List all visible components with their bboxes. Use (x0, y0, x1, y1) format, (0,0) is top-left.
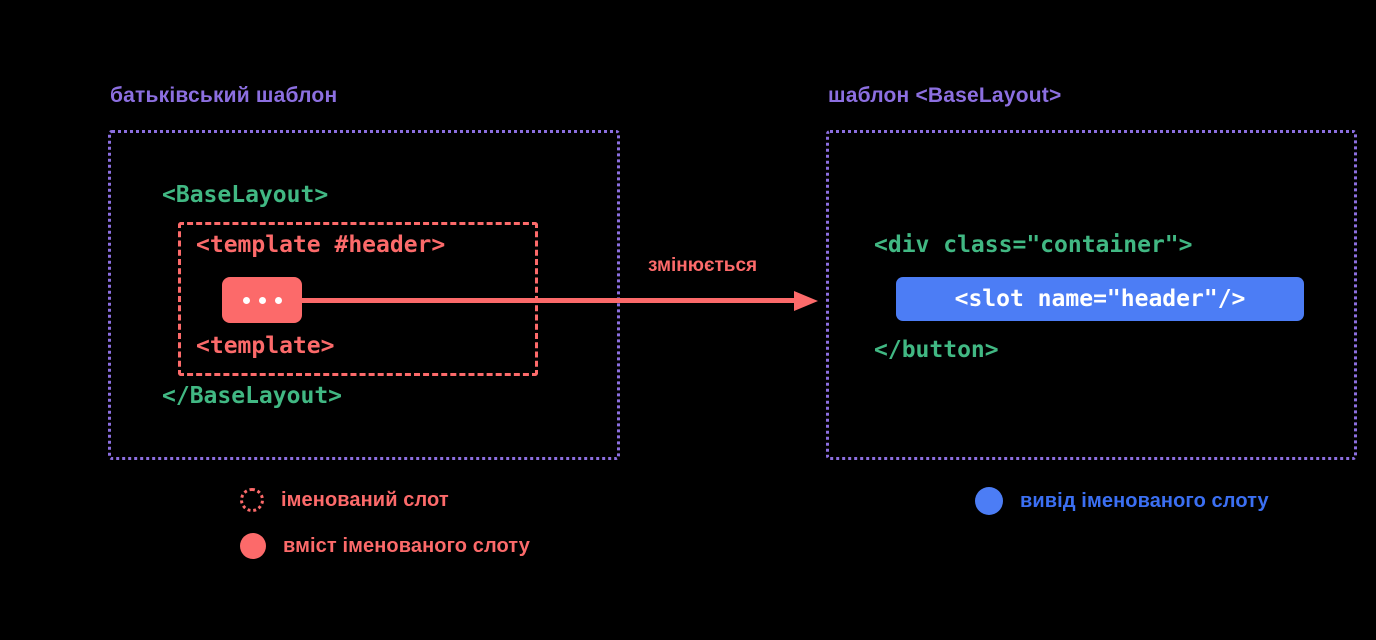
ellipsis-dot-2 (258, 296, 266, 304)
legend-item-slot-output: вивід іменованого слоту (975, 487, 1269, 515)
left-panel-title: батьківський шаблон (110, 84, 338, 107)
legend-item-slot-content: вміст іменованого слоту (240, 533, 530, 559)
slot-output-chip: <slot name="header"/> (896, 277, 1304, 321)
arrow-line (300, 298, 798, 303)
transfer-arrow (300, 291, 820, 311)
code-line-div-open: <div class="container"> (874, 232, 1193, 258)
slot-output-chip-label: <slot name="header"/> (954, 286, 1246, 312)
code-line-baselayout-open: <BaseLayout> (162, 182, 329, 208)
code-line-baselayout-close: </BaseLayout> (162, 383, 343, 409)
filled-blue-circle-icon (975, 487, 1003, 515)
legend-item-named-slot: іменований слот (240, 488, 449, 512)
ellipsis-dot-1 (242, 296, 250, 304)
filled-circle-icon (240, 533, 266, 559)
arrow-head-icon (794, 291, 818, 311)
code-line-button-close: </button> (874, 337, 999, 363)
code-line-template-close: <template> (196, 333, 335, 359)
dotted-circle-icon (240, 488, 264, 512)
arrow-label: змінюється (648, 255, 758, 276)
baselayout-template-panel (826, 130, 1357, 460)
parent-template-panel (108, 130, 620, 460)
legend-label-slot-content: вміст іменованого слоту (283, 534, 530, 557)
legend-label-slot-output: вивід іменованого слоту (1020, 489, 1269, 512)
slot-content-chip (222, 277, 302, 323)
ellipsis-dot-3 (274, 296, 282, 304)
code-line-template-header: <template #header> (196, 232, 446, 258)
legend-label-named-slot: іменований слот (281, 488, 449, 511)
right-panel-title: шаблон <BaseLayout> (828, 84, 1062, 107)
